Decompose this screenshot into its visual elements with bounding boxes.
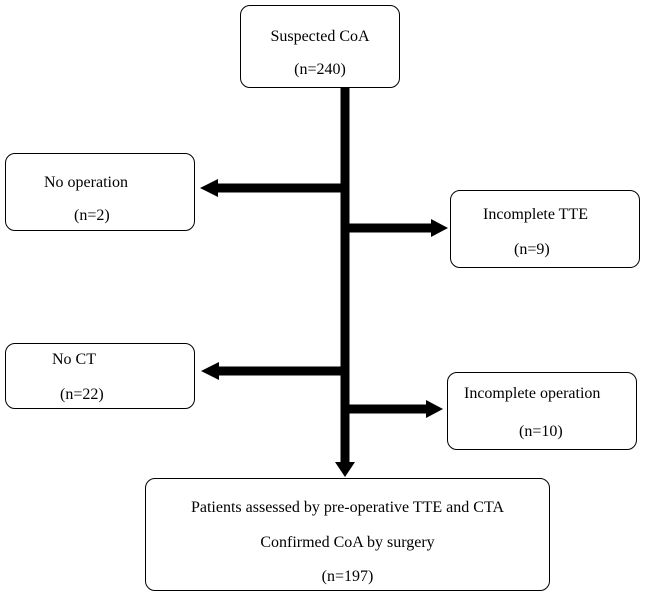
incomplete-tte-box: Incomplete TTE (n=9) (450, 190, 640, 268)
arrow-head-to-final (335, 462, 355, 477)
no-ct-count: (n=22) (60, 386, 104, 403)
final-cohort-line-1: Patients assessed by pre-operative TTE a… (190, 499, 504, 516)
arrow-head-incomplete-operation (426, 400, 443, 418)
incomplete-operation-count: (n=10) (519, 423, 563, 440)
no-ct-box: No CT (n=22) (5, 343, 195, 409)
no-operation-count: (n=2) (74, 207, 110, 224)
suspected-coa-box: Suspected CoA (n=240) (240, 5, 400, 88)
incomplete-tte-count: (n=9) (514, 241, 550, 258)
final-cohort-count: (n=197) (321, 568, 374, 585)
final-cohort-line-2: Confirmed CoA by surgery (260, 534, 435, 551)
arrow-head-no-ct (201, 362, 219, 380)
arrow-head-no-operation (200, 179, 218, 197)
no-operation-box: No operation (n=2) (5, 153, 195, 231)
suspected-coa-title: Suspected CoA (270, 28, 370, 45)
incomplete-operation-title: Incomplete operation (464, 385, 601, 402)
incomplete-tte-title: Incomplete TTE (483, 206, 588, 223)
final-cohort-box: Patients assessed by pre-operative TTE a… (145, 478, 550, 591)
incomplete-operation-box: Incomplete operation (n=10) (447, 372, 637, 450)
suspected-coa-count: (n=240) (294, 61, 346, 78)
no-ct-title: No CT (52, 351, 96, 368)
arrow-head-incomplete-tte (431, 219, 448, 237)
no-operation-title: No operation (44, 174, 128, 191)
